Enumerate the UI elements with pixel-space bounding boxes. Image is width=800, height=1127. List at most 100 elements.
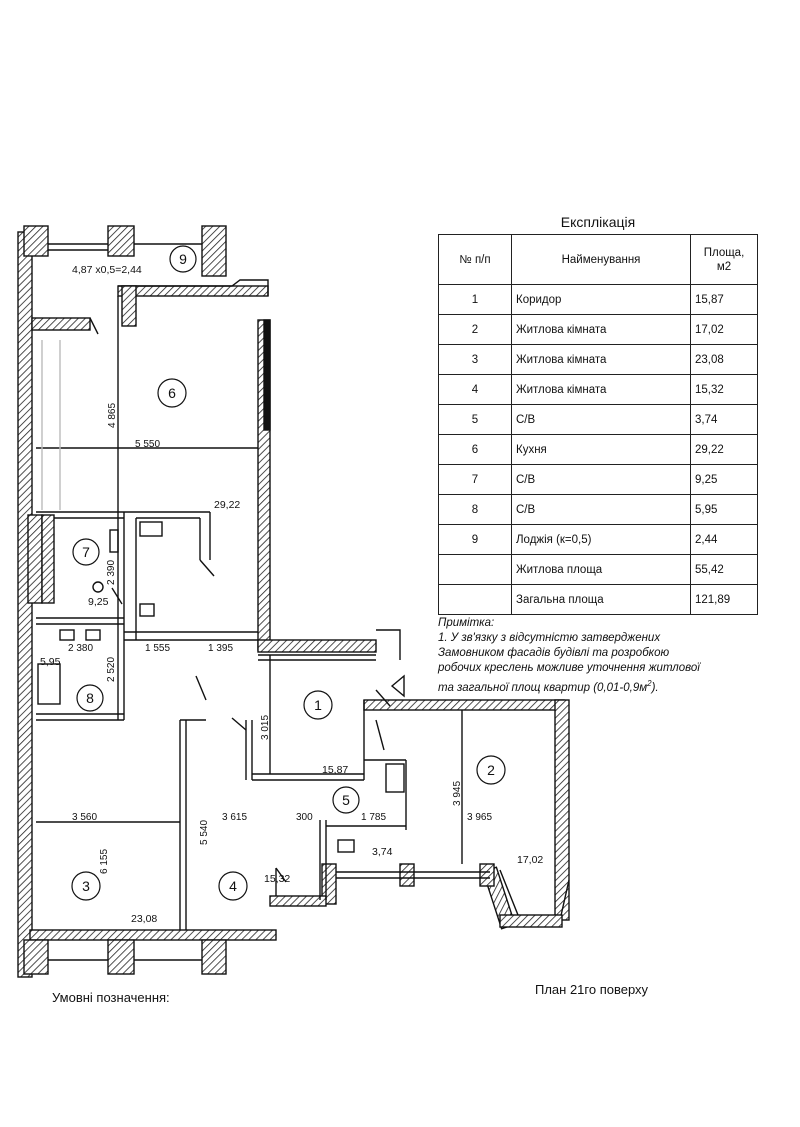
dim-3-v: 6 155 <box>99 849 110 874</box>
dim-kitchen-v: 4 865 <box>107 403 118 428</box>
cell-num: 2 <box>438 314 512 345</box>
room-marker-6 <box>157 378 187 408</box>
cell-area: 15,87 <box>690 284 758 315</box>
room-marker-4 <box>218 871 248 901</box>
header-name: Найменування <box>511 234 691 285</box>
area-2: 17,02 <box>517 854 543 866</box>
cell-num <box>438 554 512 585</box>
cell-name: С/В <box>511 404 691 435</box>
cell-area: 3,74 <box>690 404 758 435</box>
cell-name: Загальна площа <box>511 584 691 615</box>
cell-area: 9,25 <box>690 464 758 495</box>
area-7: 9,25 <box>88 596 109 608</box>
room-number-4: 4 <box>229 878 237 894</box>
room-number-5: 5 <box>342 792 350 808</box>
dimensions: 5 550 4 865 2 390 2 520 2 380 1 555 1 39… <box>68 403 492 874</box>
column-bottom-right <box>201 939 227 975</box>
cell-area: 55,42 <box>690 554 758 585</box>
dim-3560: 3 560 <box>72 812 97 823</box>
room-number-8: 8 <box>86 690 94 706</box>
dim-2-v: 3 945 <box>452 781 463 806</box>
area-6: 29,22 <box>214 499 240 511</box>
explication-title: Експлікація <box>560 214 636 230</box>
cell-area: 29,22 <box>690 434 758 465</box>
column-top-mid <box>107 225 135 257</box>
room-markers <box>71 245 506 901</box>
cell-name: Житлова кімната <box>511 314 691 345</box>
room-marker-1 <box>303 690 333 720</box>
note-line: робочих креслень можливе уточнення житло… <box>438 662 700 674</box>
area-5: 3,74 <box>372 846 393 858</box>
cell-name: Житлова кімната <box>511 344 691 375</box>
room-marker-5 <box>332 786 360 814</box>
column-top-right <box>201 225 227 277</box>
cell-num: 9 <box>438 524 512 555</box>
room-marker-9 <box>169 245 197 273</box>
dim-3965: 3 965 <box>467 812 492 823</box>
cell-num: 8 <box>438 494 512 525</box>
dim-8-v: 2 520 <box>106 657 117 682</box>
room-marker-8 <box>76 684 104 712</box>
dim-4-v: 5 540 <box>199 820 210 845</box>
dim-1-v: 3 015 <box>260 715 271 740</box>
cell-num: 1 <box>438 284 512 315</box>
area-8: 5,95 <box>40 656 61 668</box>
room-number-7: 7 <box>82 544 90 560</box>
dim-3615: 3 615 <box>222 812 247 823</box>
room-number-6: 6 <box>168 385 176 401</box>
cell-num: 4 <box>438 374 512 405</box>
column-bottom-mid <box>107 939 135 975</box>
plan-title: План 21го поверху <box>535 982 649 997</box>
dim-kitchen-h: 5 550 <box>135 439 160 450</box>
note: Примітка: 1. У зв'язку з відсутністю зат… <box>438 616 778 696</box>
area-9: 4,87 x0,5=2,44 <box>72 264 142 276</box>
dim-1395: 1 395 <box>208 643 233 654</box>
cell-area: 121,89 <box>690 584 758 615</box>
room-areas: 4,87 x0,5=2,44 29,22 9,25 5,95 15,87 17,… <box>40 264 543 925</box>
cell-num: 3 <box>438 344 512 375</box>
cell-name: Кухня <box>511 434 691 465</box>
area-1: 15,87 <box>322 764 348 776</box>
cell-area: 2,44 <box>690 524 758 555</box>
room-number-9: 9 <box>179 251 187 267</box>
dim-1785: 1 785 <box>361 812 386 823</box>
room-number-2: 2 <box>487 762 495 778</box>
cell-name: С/В <box>511 464 691 495</box>
legend-title: Умовні позначення: <box>52 990 170 1005</box>
cell-name: Житлова площа <box>511 554 691 585</box>
room-marker-3 <box>71 871 101 901</box>
dim-7-v: 2 390 <box>106 560 117 585</box>
note-heading: Примітка: <box>438 617 495 629</box>
cell-area: 15,32 <box>690 374 758 405</box>
note-line: 1. У зв'язку з відсутністю затверджених <box>438 632 661 644</box>
walls <box>17 225 570 978</box>
note-line: Замовником фасадів будівлі та розробкою <box>438 647 670 659</box>
room-number-3: 3 <box>82 878 90 894</box>
left-wall <box>17 231 33 978</box>
cell-name: Лоджія (к=0,5) <box>511 524 691 555</box>
cell-num: 5 <box>438 404 512 435</box>
note-line: та загальної площ квартир (0,01-0,9м2). <box>438 679 659 694</box>
cell-area: 23,08 <box>690 344 758 375</box>
dim-1555: 1 555 <box>145 643 170 654</box>
cell-area: 17,02 <box>690 314 758 345</box>
cell-name: Житлова кімната <box>511 374 691 405</box>
dim-300: 300 <box>296 812 313 823</box>
cell-num: 7 <box>438 464 512 495</box>
column-top-left <box>23 225 49 257</box>
header-area: Площа,м2 <box>690 234 758 285</box>
cell-num: 6 <box>438 434 512 465</box>
room-number-1: 1 <box>314 697 322 713</box>
cell-num <box>438 584 512 615</box>
